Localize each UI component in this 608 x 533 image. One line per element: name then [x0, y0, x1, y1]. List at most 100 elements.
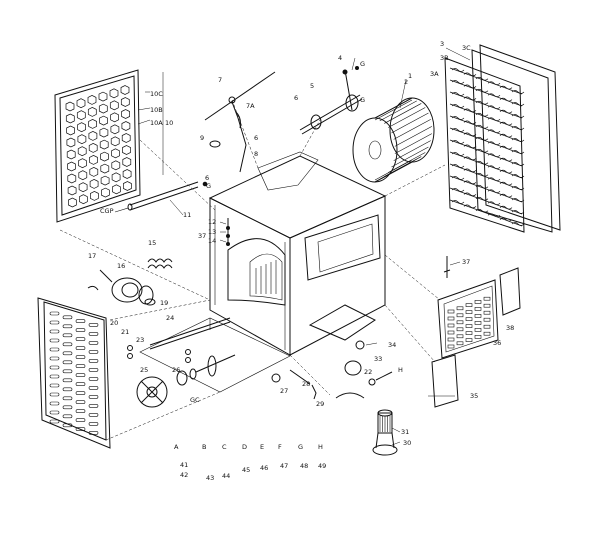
- callout-6: 6: [294, 94, 298, 102]
- wheel-blade: [391, 112, 429, 134]
- callout-38: 38: [506, 324, 514, 332]
- bolt-head-icon: [201, 454, 209, 462]
- pad-texture: [475, 160, 489, 165]
- louver-slot: [75, 409, 86, 413]
- callout-12: 12: [208, 218, 216, 226]
- callout-33: 33: [374, 355, 382, 363]
- pad-texture: [475, 112, 489, 117]
- callout-31: 31: [401, 428, 409, 436]
- grille-slot: [483, 296, 491, 301]
- callout-23: 23: [136, 336, 144, 344]
- louver-slot: [62, 378, 73, 383]
- pad-texture: [451, 200, 465, 204]
- pad-texture: [451, 80, 465, 84]
- callout-8: 8: [254, 150, 258, 158]
- callout-3b: 3B: [440, 54, 449, 62]
- pad-rail: [449, 79, 523, 107]
- pad-texture: [451, 92, 465, 96]
- pad-texture: [487, 93, 501, 98]
- callout-34: 34: [388, 341, 396, 349]
- pad-texture: [487, 189, 501, 194]
- pad-cell: [89, 167, 99, 177]
- pad-cell: [100, 175, 110, 186]
- pad-cell: [68, 197, 77, 208]
- wheel-blade: [379, 100, 417, 122]
- callout-13: 13: [208, 228, 216, 236]
- pad-cell: [122, 145, 131, 155]
- pad-cell: [65, 113, 75, 124]
- pad-cell: [78, 170, 88, 181]
- pad-rail: [449, 139, 523, 167]
- pad-texture: [463, 144, 477, 149]
- callout-3: 3: [440, 40, 444, 48]
- louver-slot: [49, 311, 60, 316]
- motor-pulley: [136, 354, 236, 408]
- pad-rail: [449, 103, 523, 131]
- pad-cell: [99, 115, 108, 126]
- louver-slot: [49, 365, 60, 370]
- pad-cell: [109, 100, 119, 111]
- louver-slot: [62, 342, 73, 347]
- louver-slot: [49, 347, 60, 352]
- pad-cell: [89, 155, 98, 165]
- callout-26: 26: [172, 366, 180, 374]
- louver-slot: [49, 383, 60, 388]
- louver-slot: [75, 319, 86, 323]
- grille-slot: [474, 314, 482, 318]
- grille-slot: [465, 303, 473, 307]
- pad-texture: [475, 148, 489, 153]
- grille-slot: [483, 303, 491, 308]
- callout-labels: 1 2 3 3C 3B 3A 4 5 6 6 6 7 7A 8 9 10 10C…: [88, 40, 514, 447]
- louver-slot: [62, 405, 73, 410]
- louver-slot: [62, 324, 73, 329]
- pad-rail: [449, 67, 523, 95]
- pad-texture: [463, 156, 477, 161]
- pad-texture: [487, 165, 501, 170]
- louver-slot: [88, 386, 99, 390]
- louver-slot: [49, 401, 60, 406]
- hw-num-47: 47: [280, 462, 288, 470]
- pad-cell: [66, 125, 75, 136]
- wheel-blade: [388, 107, 426, 128]
- callout-15: 15: [148, 239, 156, 247]
- callout-5: 5: [310, 82, 314, 90]
- callout-16: 16: [117, 262, 125, 270]
- pad-texture: [487, 129, 501, 134]
- wheel-blade: [374, 99, 413, 121]
- fasteners-12-14: [226, 218, 230, 246]
- grille-slot: [474, 300, 482, 304]
- grille-slot: [447, 344, 455, 349]
- control-knob: [372, 409, 398, 456]
- pad-texture: [475, 76, 489, 81]
- pad-cell: [67, 173, 77, 184]
- pad-texture: [463, 108, 477, 113]
- pad-cell: [121, 121, 131, 131]
- grille-slot: [447, 323, 455, 328]
- grille-slot: [447, 337, 455, 342]
- pad-cell: [112, 184, 121, 195]
- louver-slot: [88, 350, 99, 354]
- pad-cell: [66, 149, 76, 160]
- callout-30: 30: [403, 439, 411, 447]
- louver-slot: [75, 364, 86, 368]
- blower-wheel: [352, 97, 435, 183]
- wheel-blade: [393, 119, 431, 140]
- pad-cell: [77, 122, 86, 133]
- grille-slot: [456, 306, 464, 311]
- switch-parts-right: [308, 304, 393, 386]
- callout-37: 37: [462, 258, 470, 266]
- hw-letter-f: F: [278, 443, 282, 451]
- grille-slot: [474, 335, 482, 339]
- pad-texture: [475, 208, 489, 213]
- hw-num-42: 42: [180, 471, 188, 479]
- pad-cell: [111, 148, 120, 159]
- hw-num-49: 49: [318, 462, 326, 470]
- pad-cell: [98, 103, 108, 114]
- pad-rail: [449, 91, 523, 119]
- pad-cell: [121, 109, 130, 119]
- callout-7: 7: [218, 76, 222, 84]
- louver-slot: [62, 360, 73, 365]
- wheel-blade: [394, 133, 432, 154]
- grille-slot: [447, 309, 455, 314]
- grille-slot: [474, 328, 482, 332]
